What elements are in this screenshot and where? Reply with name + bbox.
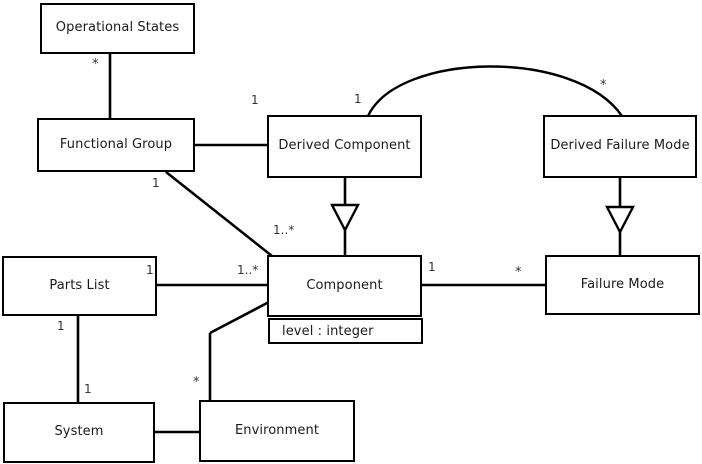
class-name-failure-mode: Failure Mode bbox=[580, 276, 665, 292]
edge-component-environment-diagonal bbox=[209, 300, 270, 335]
class-box-component[interactable]: Component bbox=[267, 255, 422, 317]
multiplicity-environment-component: * bbox=[193, 375, 200, 390]
attribute-component-level: level : integer bbox=[282, 323, 374, 339]
class-box-operational-states[interactable]: Operational States bbox=[40, 3, 195, 54]
generalization-triangle-component bbox=[330, 203, 360, 233]
class-name-parts-list: Parts List bbox=[49, 277, 110, 293]
class-box-failure-mode[interactable]: Failure Mode bbox=[545, 255, 700, 315]
edge-derived-component-derived-failure-mode bbox=[366, 65, 623, 117]
generalization-triangle-failure-mode bbox=[605, 205, 635, 235]
class-name-derived-component: Derived Component bbox=[278, 138, 411, 154]
class-name-operational-states: Operational States bbox=[55, 20, 180, 36]
multiplicity-parts-list-system-bottom: 1 bbox=[84, 382, 92, 396]
class-box-environment[interactable]: Environment bbox=[199, 400, 355, 462]
class-box-derived-failure-mode[interactable]: Derived Failure Mode bbox=[543, 115, 697, 178]
multiplicity-curve-left-derived-component: 1 bbox=[354, 92, 362, 106]
multiplicity-failure-mode-end: * bbox=[515, 265, 522, 280]
multiplicity-component-from-parts-list: 1..* bbox=[237, 263, 259, 277]
edge-functional-group-component bbox=[165, 170, 273, 258]
class-name-component: Component bbox=[306, 277, 383, 293]
multiplicity-functional-group-component: 1 bbox=[152, 176, 160, 190]
class-box-parts-list[interactable]: Parts List bbox=[2, 256, 157, 316]
class-name-system: System bbox=[54, 424, 104, 440]
multiplicity-component-from-functional-group: 1..* bbox=[273, 223, 295, 237]
multiplicity-component-failure-mode: 1 bbox=[428, 260, 436, 274]
multiplicity-operational-states-end: * bbox=[92, 57, 99, 72]
multiplicity-curve-right-derived-failure-mode: * bbox=[600, 78, 607, 93]
class-attributes-component[interactable]: level : integer bbox=[268, 318, 423, 344]
multiplicity-parts-list-system-top: 1 bbox=[57, 319, 65, 333]
multiplicity-functional-group-derived-component: 1 bbox=[251, 93, 259, 107]
class-name-functional-group: Functional Group bbox=[59, 136, 173, 152]
class-name-environment: Environment bbox=[234, 422, 320, 438]
class-box-functional-group[interactable]: Functional Group bbox=[37, 118, 195, 172]
class-name-derived-failure-mode: Derived Failure Mode bbox=[550, 138, 690, 154]
multiplicity-parts-list-end: 1 bbox=[146, 263, 154, 277]
class-box-system[interactable]: System bbox=[3, 402, 155, 463]
class-box-derived-component[interactable]: Derived Component bbox=[267, 115, 422, 178]
